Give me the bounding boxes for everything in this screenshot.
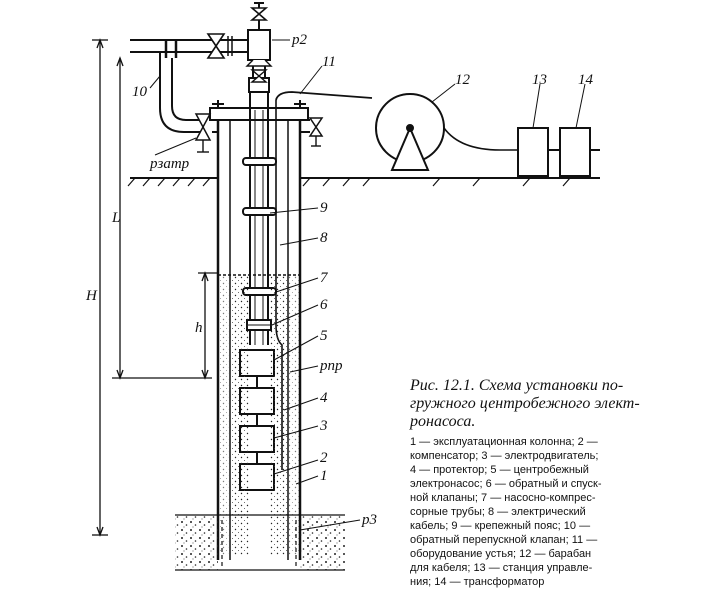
legend-line-2: компенсатор; 3 — электродвигатель;	[410, 450, 598, 462]
figure-caption: Рис. 12.1. Схема установки по- гружного …	[409, 377, 640, 588]
legend-line-7: кабель; 9 — крепежный пояс; 10 —	[410, 520, 590, 532]
caption-title-line-1: Рис. 12.1. Схема установки по-	[409, 377, 623, 394]
legend-line-11: ния; 14 — трансформатор	[410, 576, 544, 588]
label-7: 7	[320, 270, 329, 286]
production-casing	[216, 120, 302, 560]
label-5: 5	[320, 328, 328, 344]
legend-line-10: для кабеля; 13 — станция управле-	[410, 562, 593, 574]
ground-surface	[127, 177, 600, 187]
label-9: 9	[320, 200, 328, 216]
well-fluid	[218, 274, 300, 555]
reservoir-formation	[175, 514, 345, 571]
legend-line-1: 1 — эксплуатационная колонна; 2 —	[410, 436, 598, 448]
label-p2: p2	[291, 32, 308, 48]
part-labels: p2 11 12 13 14 10 pзатр L H h 9 8 7 6 5 …	[85, 32, 594, 528]
transformer	[559, 127, 600, 177]
wellhead-flange	[209, 100, 309, 121]
legend-line-3: 4 — протектор; 5 — центробежный	[410, 464, 589, 476]
cable-drum	[375, 93, 518, 171]
legend-line-8: обратный перепускной клапан; 11 —	[410, 534, 597, 546]
wellhead-equipment	[275, 91, 373, 147]
legend-line-4: электронасос; 6 — обратный и спуск-	[410, 478, 602, 490]
label-pzatr: pзатр	[149, 156, 190, 172]
label-8: 8	[320, 230, 328, 246]
control-station	[517, 127, 560, 177]
legend-line-9: оборудование устья; 12 — барабан	[410, 548, 591, 560]
tubing-string	[249, 90, 269, 345]
label-L: L	[111, 210, 120, 226]
label-ppr: pпр	[319, 358, 343, 374]
label-H: H	[85, 288, 98, 304]
flowline	[130, 33, 248, 59]
legend-line-5: ной клапаны; 7 — насосно-компрес-	[410, 492, 596, 504]
caption-title-line-2: гружного центробежного элект-	[410, 395, 640, 412]
label-12: 12	[455, 72, 471, 88]
label-p3: p3	[361, 512, 377, 528]
legend-line-6: сорные трубы; 8 — электрический	[410, 506, 586, 518]
label-13: 13	[532, 72, 547, 88]
leader-lines	[149, 39, 586, 531]
label-14: 14	[578, 72, 594, 88]
label-10: 10	[132, 84, 148, 100]
check-and-drain-valves	[246, 319, 272, 331]
bypass-check-valve	[159, 52, 218, 153]
label-6: 6	[320, 297, 328, 313]
wellhead-piping	[245, 2, 273, 93]
label-11: 11	[322, 54, 336, 70]
label-2: 2	[320, 450, 328, 466]
label-4: 4	[320, 390, 328, 406]
label-3: 3	[319, 418, 328, 434]
drawing-lines	[92, 2, 600, 560]
label-1: 1	[320, 468, 328, 484]
caption-title-line-3: ронасоса.	[409, 413, 475, 430]
label-h: h	[195, 320, 203, 336]
dimension-lines	[92, 38, 218, 537]
